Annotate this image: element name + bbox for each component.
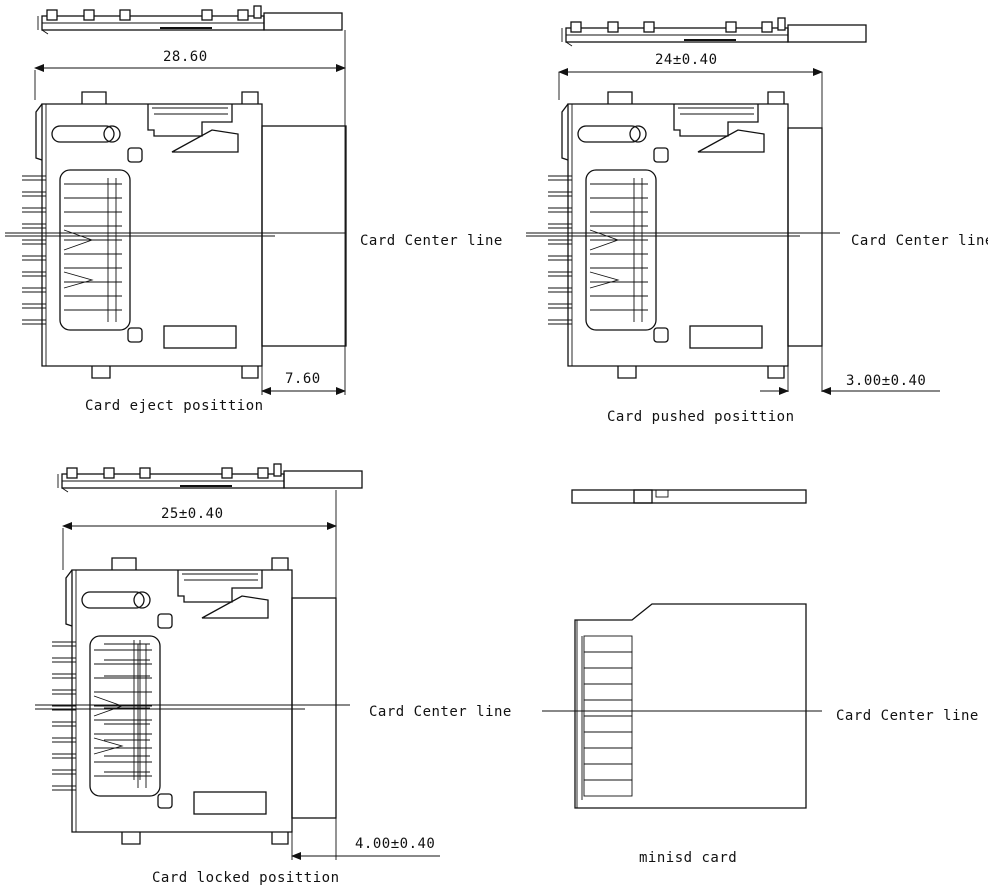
eject-caption: Card eject posittion <box>85 398 264 414</box>
minisd-view: Card Center line minisd card <box>542 489 979 866</box>
locked-width-dim: 25±0.40 <box>161 506 224 522</box>
locked-center-label: Card Center line <box>369 704 512 720</box>
pushed-center-label: Card Center line <box>851 233 988 249</box>
pushed-width-dim: 24±0.40 <box>655 52 718 68</box>
minisd-caption: minisd card <box>639 850 737 866</box>
minisd-center-label: Card Center line <box>836 708 979 724</box>
pushed-caption: Card pushed posittion <box>607 409 795 425</box>
locked-offset-dim: 4.00±0.40 <box>355 836 435 852</box>
pushed-offset-dim: 3.00±0.40 <box>846 373 926 389</box>
locked-caption: Card locked posittion <box>152 870 340 886</box>
eject-center-label: Card Center line <box>360 233 503 249</box>
pushed-view: 24±0.40 Card Center line 3.00±0.40 Card … <box>526 17 988 425</box>
eject-width-dim: 28.60 <box>163 49 208 65</box>
eject-offset-dim: 7.60 <box>285 371 321 387</box>
locked-view: 25±0.40 Card Center line 4.00±0.40 Card … <box>35 463 512 886</box>
eject-view: 28.60 Card Center line 7.60 Card eject p… <box>5 5 503 414</box>
